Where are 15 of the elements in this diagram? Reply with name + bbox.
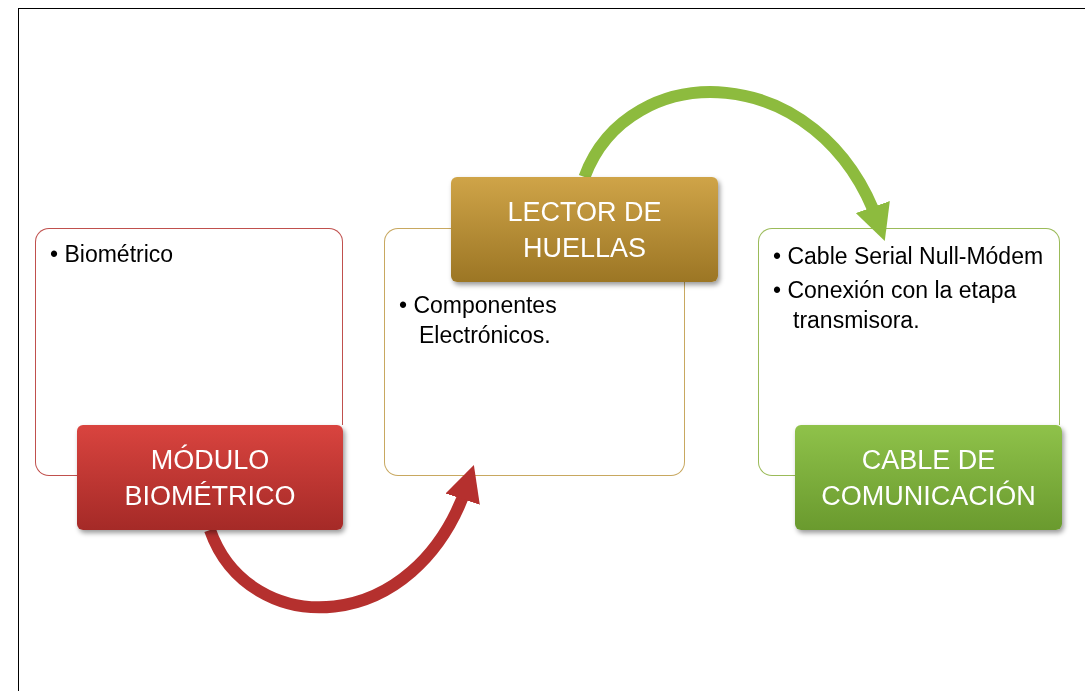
title-box	[77, 425, 343, 530]
title-box	[795, 425, 1062, 530]
bullet-text: • Biométrico	[50, 240, 175, 269]
title-box	[451, 177, 718, 282]
curved-arrow	[204, 465, 478, 613]
bullet-text: • Cable Serial Null-Módem	[773, 242, 1045, 271]
text-card	[35, 228, 343, 425]
bullet-text: • Componentes Electrónicos.	[399, 291, 558, 350]
curved-arrow	[579, 86, 888, 241]
bullet-text: • Conexión con la etapa transmisora.	[773, 276, 1018, 335]
text-card	[384, 282, 685, 476]
title-text: CABLE DE COMUNICACIÓN	[820, 443, 1037, 513]
text-card	[758, 228, 1060, 425]
title-text: LECTOR DE HUELLAS	[506, 195, 663, 265]
title-text: MÓDULO BIOMÉTRICO	[123, 443, 297, 513]
